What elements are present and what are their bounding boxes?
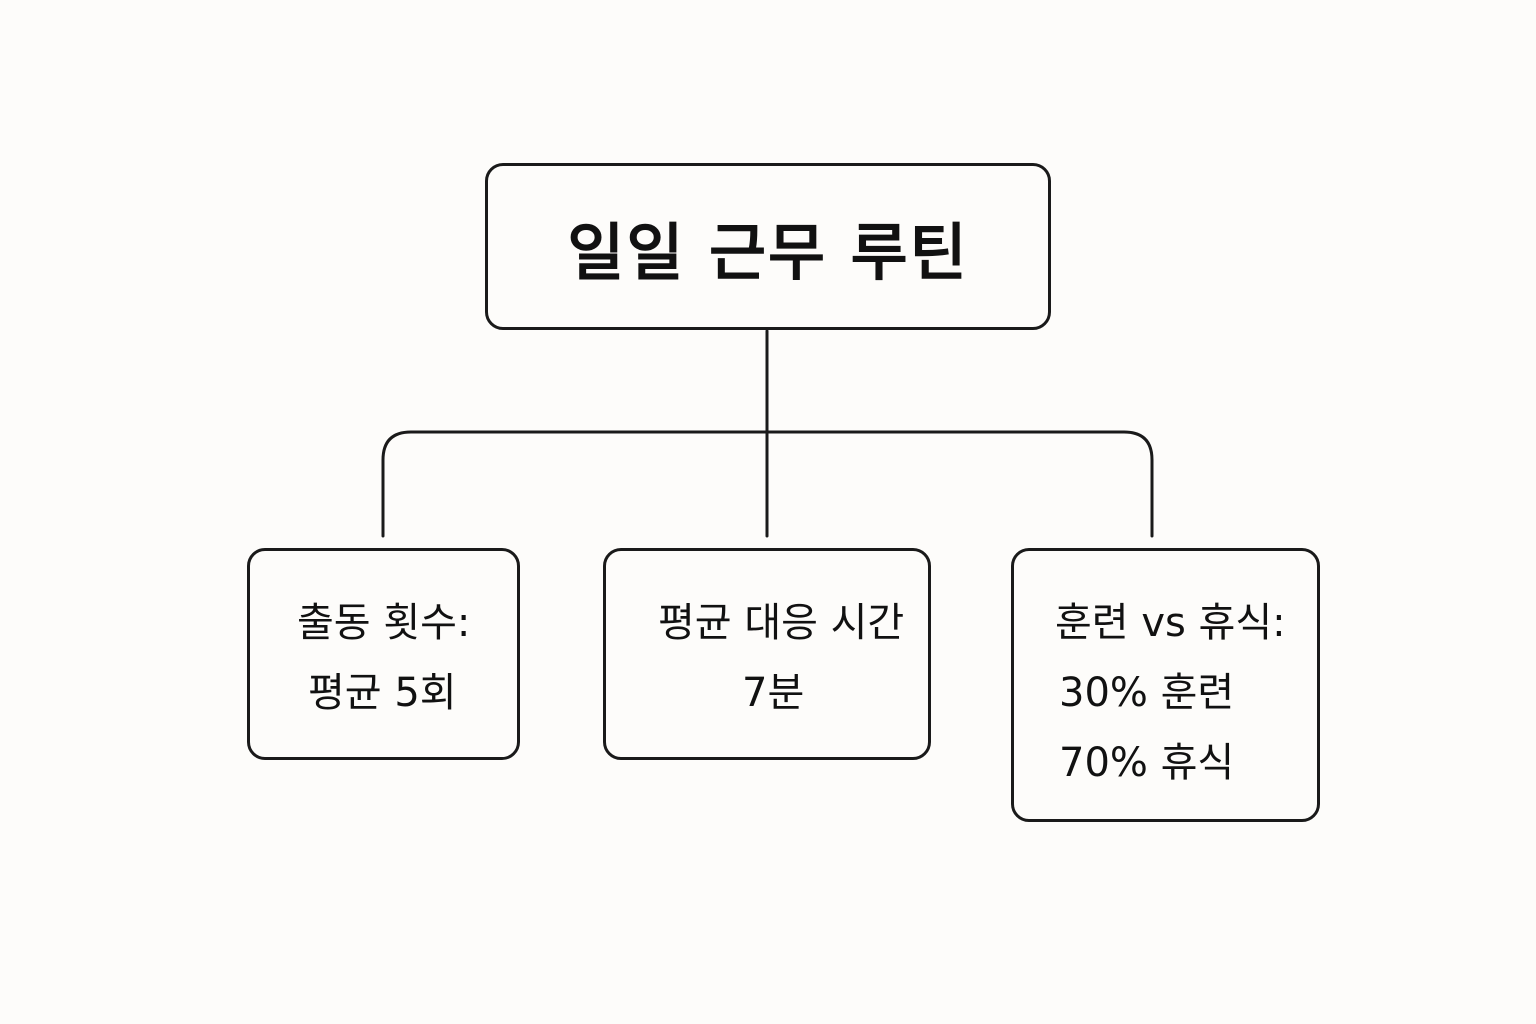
response-time-node: 평균 대응 시간 7분 <box>603 548 931 760</box>
training-share: 30% 훈련 <box>1059 670 1235 716</box>
root-title: 일일 근무 루틴 <box>567 215 969 289</box>
root-node: 일일 근무 루틴 <box>485 163 1051 330</box>
training-rest-node: 훈련 vs 휴식: 30% 훈련 70% 휴식 <box>1011 548 1320 822</box>
training-rest-label: 훈련 vs 휴식: <box>1055 600 1286 646</box>
dispatch-count-node: 출동 횟수: 평균 5회 <box>247 548 520 760</box>
dispatch-count-label: 출동 횟수: <box>297 600 471 646</box>
rest-share: 70% 휴식 <box>1059 740 1235 786</box>
response-time-label: 평균 대응 시간 <box>658 600 905 646</box>
response-time-value: 7분 <box>742 670 805 716</box>
branch-bar-line <box>381 430 1154 538</box>
dispatch-count-value: 평균 5회 <box>308 670 457 716</box>
